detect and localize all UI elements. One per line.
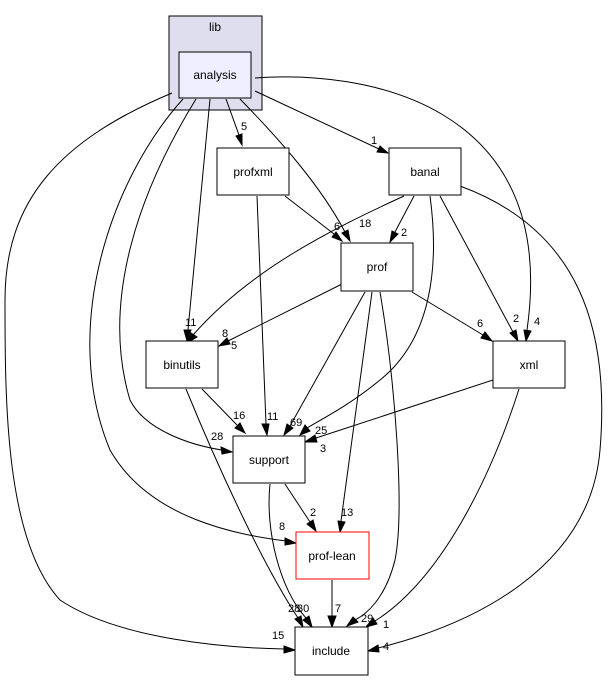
edge-banal-support[interactable]: 25 [298,195,434,437]
node-prof-lean-label: prof-lean [308,549,355,563]
node-xml[interactable]: xml [492,340,566,389]
node-include-label: include [312,644,350,658]
edge-label-analysis-prof-lean: 8 [279,521,285,533]
edge-label-support-prof-lean: 2 [310,507,316,519]
node-binutils-box [145,340,219,389]
node-prof[interactable]: prof [340,242,414,292]
edge-binutils-support[interactable]: 16 [201,388,247,435]
edge-label-banal-include: 4 [383,641,389,653]
node-prof-label: prof [367,260,388,274]
edge-xml-support[interactable]: 3 [303,379,494,455]
edge-label-analysis-include: 15 [272,630,284,642]
edge-banal-xml[interactable]: 2 [439,195,519,343]
edge-support-prof-lean[interactable]: 2 [284,483,317,533]
edge-prof-include[interactable]: 29 [345,291,400,627]
edge-label-binutils-support: 16 [233,410,245,422]
node-xml-box [492,340,566,389]
edge-analysis-banal[interactable]: 1 [254,90,390,154]
edge-label-banal-support: 25 [315,425,327,437]
edge-xml-include[interactable]: 1 [364,388,520,631]
node-profxml-label: profxml [233,165,272,179]
edge-label-analysis-xml: 4 [534,316,540,328]
edge-profxml-support[interactable]: 11 [256,195,278,437]
edge-analysis-binutils[interactable]: 11 [183,98,211,343]
node-prof-box [340,242,414,292]
edge-prof-support[interactable]: 69 [283,291,366,437]
edge-banal-include[interactable]: 4 [366,185,603,653]
cluster-lib-label: lib [209,20,221,34]
edge-prof-prof-lean[interactable]: 13 [337,291,373,534]
node-include[interactable]: include [294,626,369,676]
edge-label-analysis-prof: 18 [359,218,371,230]
edge-support-include[interactable]: 30 [268,483,313,629]
edge-label-profxml-prof: 6 [334,221,340,233]
node-banal-label: banal [410,165,439,179]
edge-analysis-xml[interactable]: 4 [254,76,540,343]
edge-profxml-prof[interactable]: 6 [284,195,344,243]
edge-analysis-prof[interactable]: 18 [239,98,371,243]
edge-label-prof-prof-lean: 13 [341,507,353,519]
node-analysis-box [178,51,252,99]
edge-label-prof-lean-include: 7 [335,603,341,615]
node-binutils-label: binutils [163,358,200,372]
node-banal[interactable]: banal [388,147,462,196]
nodes: analysis profxml banal prof binutils xml… [145,51,566,676]
node-profxml-box [216,147,290,196]
edge-prof-xml[interactable]: 6 [411,291,494,342]
edge-analysis-include[interactable]: 15 [4,92,297,654]
edge-label-banal-prof: 2 [401,227,407,239]
edge-analysis-support[interactable]: 28 [119,98,234,455]
edge-banal-prof[interactable]: 2 [389,195,415,244]
node-analysis-label: analysis [193,68,236,82]
edge-label-banal-binutils: 8 [222,328,228,340]
node-analysis[interactable]: analysis [178,51,252,99]
edge-label-analysis-banal: 1 [371,135,377,147]
edge-label-xml-include: 1 [383,619,389,631]
edge-label-analysis-profxml: 5 [241,121,247,133]
edge-label-prof-binutils: 5 [231,340,237,352]
edges: 5 1 18 11 4 28 [4,76,603,654]
edge-label-prof-support: 69 [290,417,302,429]
node-support-label: support [249,453,290,467]
edge-label-analysis-support: 28 [211,431,223,443]
edge-binutils-include[interactable]: 28 [185,388,304,629]
node-banal-box [388,147,462,196]
edge-label-prof-xml: 6 [477,318,483,330]
node-include-box [294,626,369,676]
node-profxml[interactable]: profxml [216,147,290,196]
node-prof-lean[interactable]: prof-lean [295,531,370,580]
node-support[interactable]: support [232,435,306,484]
edge-label-analysis-binutils: 11 [185,317,196,329]
node-xml-label: xml [520,358,539,372]
edge-analysis-profxml[interactable]: 5 [225,98,247,147]
node-prof-lean-box [295,531,370,580]
edge-label-profxml-support: 11 [267,411,278,423]
edge-label-banal-xml: 2 [513,313,519,325]
edge-analysis-prof-lean[interactable]: 8 [89,98,298,546]
node-support-box [232,435,306,484]
edge-prof-lean-include[interactable]: 7 [327,580,341,629]
node-binutils[interactable]: binutils [145,340,219,389]
edge-label-support-include: 30 [297,603,309,615]
edge-prof-binutils[interactable]: 5 [217,283,343,352]
edge-label-xml-support: 3 [320,443,326,455]
